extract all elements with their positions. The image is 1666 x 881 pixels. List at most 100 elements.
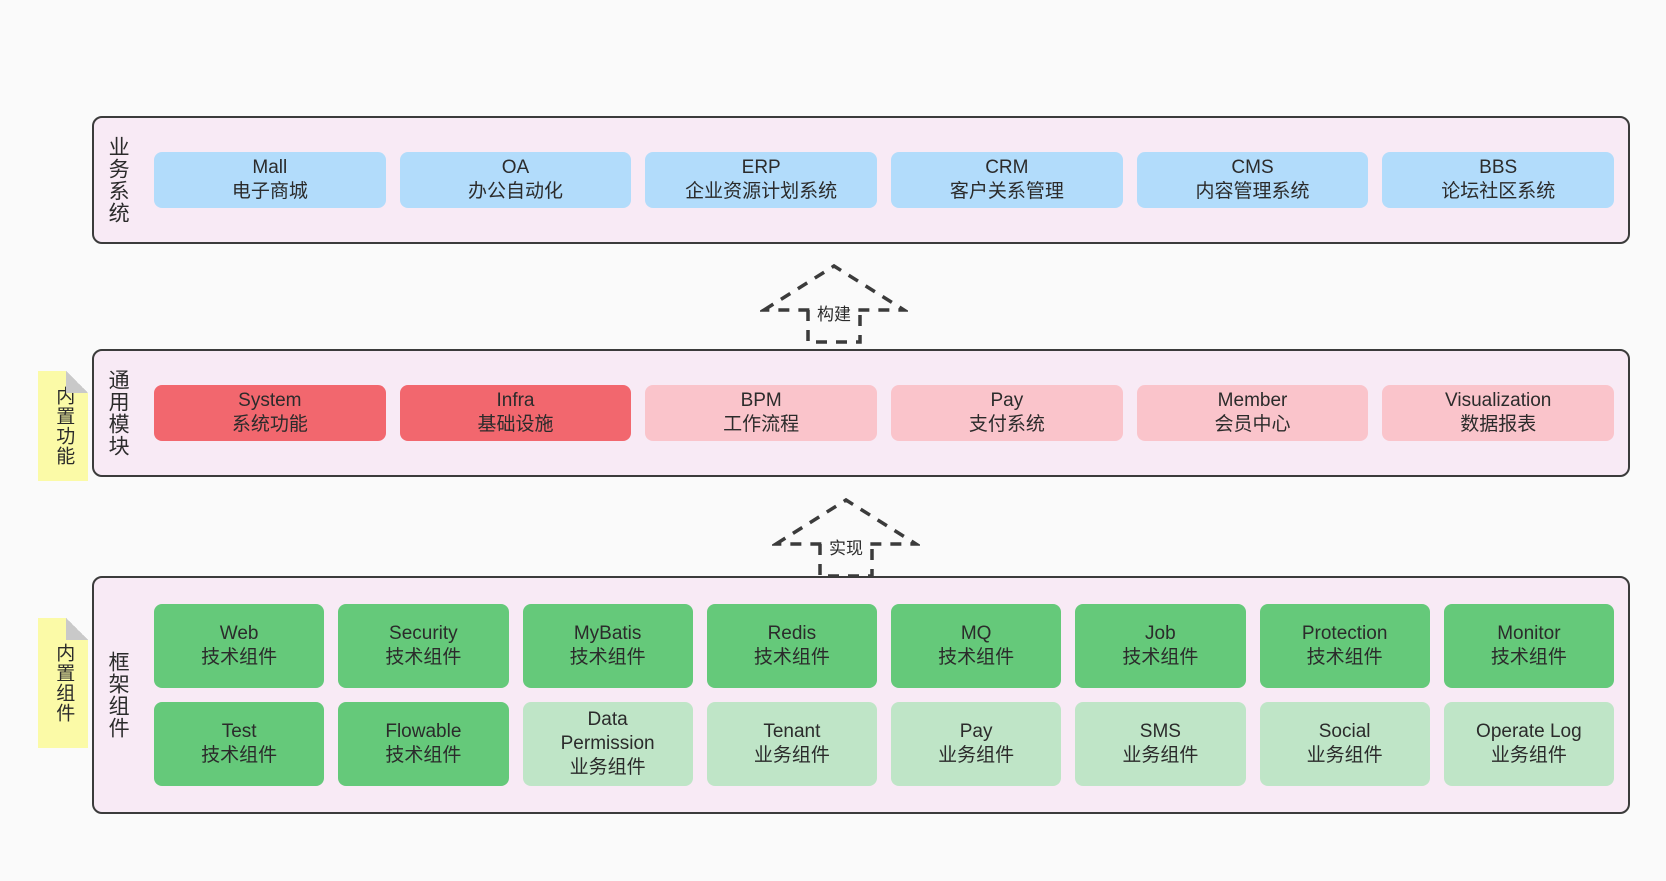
card-subtitle: 技术组件 bbox=[938, 647, 1015, 668]
card-erp[interactable]: ERP 企业资源计划系统 bbox=[645, 151, 878, 209]
card-subtitle: 业务组件 bbox=[753, 745, 830, 766]
card-monitor[interactable]: Monitor 技术组件 bbox=[1443, 604, 1614, 688]
card-title: Infra bbox=[496, 389, 535, 411]
layer-business-systems: 业务系统 Mall 电子商城 OA 办公自动化 ERP 企业资源计划系统 CRM… bbox=[92, 116, 1630, 244]
layer-body-common-modules: System 系统功能 Infra 基础设施 BPM 工作流程 Pay 支付系统… bbox=[140, 351, 1628, 475]
layer-framework-components: 框架组件 Web 技术组件 Security 技术组件 MyBatis 技术组件… bbox=[92, 576, 1630, 814]
card-cms[interactable]: CMS 内容管理系统 bbox=[1136, 151, 1369, 209]
card-mybatis[interactable]: MyBatis 技术组件 bbox=[522, 604, 693, 688]
card-pay-module[interactable]: Pay 支付系统 bbox=[891, 384, 1123, 442]
card-subtitle: 技术组件 bbox=[385, 647, 462, 668]
card-row: Mall 电子商城 OA 办公自动化 ERP 企业资源计划系统 CRM 客户关系… bbox=[154, 151, 1615, 209]
card-web[interactable]: Web 技术组件 bbox=[154, 604, 325, 688]
card-subtitle: 技术组件 bbox=[1306, 647, 1383, 668]
layer-title-framework-components: 框架组件 bbox=[106, 651, 130, 739]
card-title: BPM bbox=[740, 389, 782, 411]
layer-common-modules: 通用模块 System 系统功能 Infra 基础设施 BPM 工作流程 Pay… bbox=[92, 349, 1630, 477]
card-title: System bbox=[238, 389, 302, 411]
layer-title-business-systems: 业务系统 bbox=[106, 136, 130, 224]
card-subtitle: 客户关系管理 bbox=[949, 181, 1064, 202]
card-subtitle: 内容管理系统 bbox=[1195, 181, 1310, 202]
sticky-note-builtin-components: 内置组件 bbox=[38, 618, 88, 748]
card-subtitle: 办公自动化 bbox=[468, 181, 564, 202]
card-mq[interactable]: MQ 技术组件 bbox=[891, 604, 1062, 688]
card-redis[interactable]: Redis 技术组件 bbox=[706, 604, 877, 688]
generalization-arrow-icon bbox=[760, 263, 908, 344]
card-operate-log[interactable]: Operate Log 业务组件 bbox=[1443, 702, 1614, 786]
card-subtitle: 业务组件 bbox=[938, 745, 1015, 766]
card-infra[interactable]: Infra 基础设施 bbox=[399, 384, 632, 442]
card-subtitle: 电子商城 bbox=[231, 181, 308, 202]
folded-corner-icon bbox=[66, 618, 88, 640]
card-bbs[interactable]: BBS 论坛社区系统 bbox=[1382, 151, 1615, 209]
card-title: Pay bbox=[959, 720, 993, 742]
card-subtitle: 技术组件 bbox=[201, 647, 278, 668]
card-title: ERP bbox=[741, 156, 781, 178]
card-subtitle: 技术组件 bbox=[569, 647, 646, 668]
card-subtitle: 技术组件 bbox=[385, 745, 462, 766]
sticky-note-label: 内置功能 bbox=[53, 386, 75, 466]
card-title: Monitor bbox=[1497, 622, 1561, 644]
card-row: System 系统功能 Infra 基础设施 BPM 工作流程 Pay 支付系统… bbox=[154, 384, 1615, 442]
card-test[interactable]: Test 技术组件 bbox=[154, 702, 325, 786]
card-title: Security bbox=[389, 622, 458, 644]
card-subtitle: 论坛社区系统 bbox=[1441, 181, 1556, 202]
card-member[interactable]: Member 会员中心 bbox=[1136, 384, 1369, 442]
card-title: Redis bbox=[767, 622, 817, 644]
card-system[interactable]: System 系统功能 bbox=[154, 384, 386, 442]
card-title: MQ bbox=[960, 622, 992, 644]
connector-label-implement: 实现 bbox=[826, 534, 866, 559]
card-flowable[interactable]: Flowable 技术组件 bbox=[338, 702, 509, 786]
card-title: CRM bbox=[985, 156, 1029, 178]
card-title: CMS bbox=[1231, 156, 1274, 178]
card-title: Data Permission bbox=[560, 708, 655, 754]
card-bpm[interactable]: BPM 工作流程 bbox=[645, 384, 878, 442]
card-job[interactable]: Job 技术组件 bbox=[1075, 604, 1246, 688]
card-security[interactable]: Security 技术组件 bbox=[338, 604, 509, 688]
connector-implement: 实现 bbox=[772, 496, 920, 578]
card-subtitle: 业务组件 bbox=[1490, 745, 1567, 766]
card-row: Web 技术组件 Security 技术组件 MyBatis 技术组件 Redi… bbox=[154, 604, 1614, 688]
card-tenant[interactable]: Tenant 业务组件 bbox=[706, 702, 877, 786]
card-subtitle: 数据报表 bbox=[1460, 414, 1537, 435]
card-title: Visualization bbox=[1445, 389, 1552, 411]
card-sms[interactable]: SMS 业务组件 bbox=[1075, 702, 1246, 786]
card-row: Test 技术组件 Flowable 技术组件 Data Permission … bbox=[154, 702, 1614, 786]
card-subtitle: 支付系统 bbox=[968, 414, 1045, 435]
card-title: Social bbox=[1318, 720, 1371, 742]
card-title: Tenant bbox=[763, 720, 821, 742]
card-title: OA bbox=[501, 156, 530, 178]
card-crm[interactable]: CRM 客户关系管理 bbox=[891, 151, 1123, 209]
sticky-note-builtin-features: 内置功能 bbox=[38, 371, 88, 481]
sticky-note-label: 内置组件 bbox=[53, 643, 75, 723]
card-title: Mall bbox=[252, 156, 288, 178]
card-pay-component[interactable]: Pay 业务组件 bbox=[891, 702, 1062, 786]
card-subtitle: 技术组件 bbox=[201, 745, 278, 766]
layer-title-common-modules: 通用模块 bbox=[106, 369, 130, 457]
card-oa[interactable]: OA 办公自动化 bbox=[399, 151, 632, 209]
card-title: BBS bbox=[1479, 156, 1518, 178]
card-social[interactable]: Social 业务组件 bbox=[1259, 702, 1430, 786]
card-title: Test bbox=[221, 720, 257, 742]
card-subtitle: 技术组件 bbox=[1490, 647, 1567, 668]
connector-label-build: 构建 bbox=[814, 300, 854, 325]
card-title: SMS bbox=[1139, 720, 1181, 742]
card-subtitle: 系统功能 bbox=[231, 414, 308, 435]
card-title: Flowable bbox=[385, 720, 462, 742]
card-data-permission[interactable]: Data Permission 业务组件 bbox=[522, 702, 693, 786]
card-protection[interactable]: Protection 技术组件 bbox=[1259, 604, 1430, 688]
card-title: Pay bbox=[990, 389, 1024, 411]
connector-build: 构建 bbox=[760, 262, 908, 344]
card-subtitle: 企业资源计划系统 bbox=[685, 181, 838, 202]
card-title: Web bbox=[219, 622, 259, 644]
card-subtitle: 工作流程 bbox=[723, 414, 800, 435]
card-mall[interactable]: Mall 电子商城 bbox=[154, 151, 386, 209]
card-subtitle: 基础设施 bbox=[477, 414, 554, 435]
card-title: Job bbox=[1145, 622, 1176, 644]
card-visualization[interactable]: Visualization 数据报表 bbox=[1382, 384, 1615, 442]
card-subtitle: 业务组件 bbox=[1306, 745, 1383, 766]
card-title: Protection bbox=[1301, 622, 1388, 644]
folded-corner-icon bbox=[66, 371, 88, 393]
card-subtitle: 业务组件 bbox=[569, 757, 646, 779]
